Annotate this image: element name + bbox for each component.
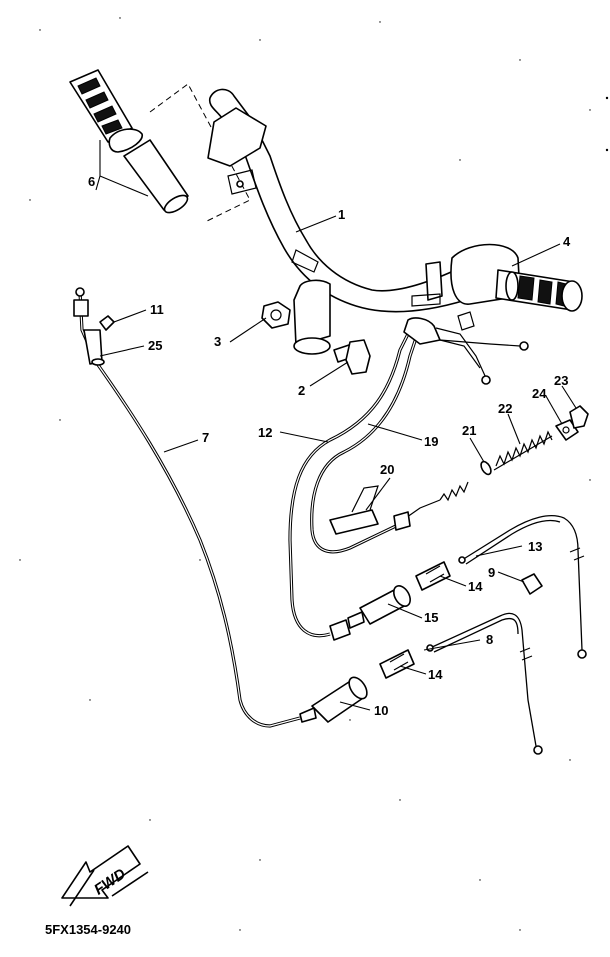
callout-numbers: 6 1 4 11 25 3 2 7 12 19 21 22 24 23 20 1…: [88, 174, 571, 718]
throttle-grip: [495, 269, 583, 312]
callout-24: 24: [532, 386, 547, 401]
callout-13: 13: [528, 539, 542, 554]
callout-14-upper: 14: [468, 579, 483, 594]
callout-6: 6: [88, 174, 95, 189]
bolt-23: [569, 405, 589, 429]
screw: [99, 315, 115, 331]
bracket: [329, 485, 379, 535]
diagram-code: 5FX1354-9240: [45, 922, 132, 937]
spring: [493, 430, 553, 471]
callout-20: 20: [380, 462, 394, 477]
speedometer-cable: [73, 287, 301, 728]
left-grip: [69, 69, 251, 223]
callout-14-lower: 14: [428, 667, 443, 682]
leader-lines: [95, 140, 577, 711]
oil-cable-end: [393, 481, 469, 531]
bolt: [333, 339, 371, 375]
fwd-arrow-icon: FWD: [61, 845, 149, 907]
throttle-cable: [288, 325, 414, 641]
cable-clamp-lower: [379, 649, 415, 679]
callout-3: 3: [214, 334, 221, 349]
nut: [261, 301, 291, 329]
throttle-housing: [403, 311, 529, 385]
adjuster-15: [347, 585, 411, 629]
callout-21: 21: [462, 423, 476, 438]
callout-12: 12: [258, 425, 272, 440]
callout-7: 7: [202, 430, 209, 445]
callout-15: 15: [424, 610, 438, 625]
brake-cable-13: [458, 515, 587, 659]
callout-10: 10: [374, 703, 388, 718]
callout-2: 2: [298, 383, 305, 398]
scan-speckle: [19, 17, 609, 931]
callout-23: 23: [554, 373, 568, 388]
handlebar: [207, 88, 521, 355]
ring: [480, 460, 492, 476]
callout-22: 22: [498, 401, 512, 416]
adjuster-10: [299, 676, 368, 723]
callout-25: 25: [148, 338, 162, 353]
callout-8: 8: [486, 632, 493, 647]
callout-1: 1: [338, 207, 345, 222]
clip: [521, 573, 543, 595]
brake-cable-8: [426, 612, 543, 755]
callout-19: 19: [424, 434, 438, 449]
cable-clamp-upper: [415, 561, 451, 591]
callout-9: 9: [488, 565, 495, 580]
oil-cable: [310, 325, 422, 554]
callout-11: 11: [150, 302, 164, 317]
callout-4: 4: [563, 234, 571, 249]
